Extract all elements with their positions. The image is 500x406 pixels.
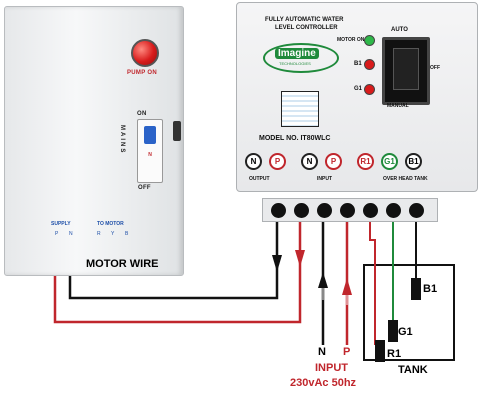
supply-terminal-n: N	[69, 231, 73, 237]
terminal-output-p: P	[269, 153, 286, 170]
tank-graphic	[281, 91, 319, 127]
motor-on-label: MOTOR ON	[337, 37, 365, 43]
arrow-output-p	[295, 250, 305, 267]
brand-name: Imagine	[275, 48, 319, 59]
breaker-text: N	[148, 152, 152, 158]
pump-on-label: PUMP ON	[127, 70, 157, 76]
switch-off-label: OFF	[430, 65, 440, 71]
input-p-label: P	[343, 346, 351, 358]
motor-terminal-r: R	[97, 231, 101, 237]
motor-terminal-y: Y	[111, 231, 115, 237]
b1-led	[364, 59, 375, 70]
arrow-input-p	[342, 278, 352, 295]
arrow-input-n	[318, 272, 328, 288]
terminal-strip	[262, 198, 438, 222]
motor-terminal-b: B	[125, 231, 129, 237]
breaker-toggle[interactable]	[144, 126, 156, 144]
screw-terminal-2[interactable]	[294, 202, 309, 218]
terminal-output-n: N	[245, 153, 262, 170]
terminal-input-p: P	[325, 153, 342, 170]
tank-outline	[363, 264, 455, 361]
terminal-g1: G1	[381, 153, 398, 170]
model-number: MODEL NO. IT80WLC	[259, 135, 331, 142]
mains-breaker-switch[interactable]: N	[137, 119, 163, 183]
g1-led	[364, 84, 375, 95]
motor-wire-label: MOTOR WIRE	[86, 258, 159, 270]
motor-wire-red	[53, 215, 302, 324]
g1-led-label: G1	[354, 86, 363, 92]
screw-terminal-7[interactable]	[409, 202, 424, 218]
input-n-label: N	[318, 346, 326, 358]
screw-terminal-4[interactable]	[340, 202, 355, 218]
auto-label: AUTO	[391, 27, 408, 33]
input-spec: 230vAc 50hz	[290, 377, 357, 389]
supply-terminal-p: P	[55, 231, 59, 237]
mains-label: MAINS	[119, 125, 125, 155]
screw-terminal-5[interactable]	[363, 202, 378, 218]
terminal-r1: R1	[357, 153, 374, 170]
panel-knob[interactable]	[173, 121, 181, 141]
brand-sub: TECHNOLOGIES	[279, 61, 311, 66]
b1-led-label: B1	[354, 61, 362, 67]
probe-wire-r1	[369, 215, 376, 345]
starter-panel: PUMP ON ON MAINS N OFF SUPPLY TO MOTOR P…	[4, 6, 184, 276]
probe-b1-label: B1	[423, 283, 438, 295]
screw-terminal-6[interactable]	[386, 202, 401, 218]
supply-label: SUPPLY	[51, 221, 71, 227]
terminal-b1: B1	[405, 153, 422, 170]
on-label: ON	[137, 111, 147, 117]
level-controller: FULLY AUTOMATIC WATER LEVEL CONTROLLER I…	[236, 2, 478, 192]
manual-label: MANUAL	[387, 103, 409, 109]
output-label: OUTPUT	[249, 176, 270, 182]
overhead-tank-label: OVER HEAD TANK	[383, 176, 428, 182]
probe-b1	[411, 278, 421, 300]
tank-label: TANK	[398, 364, 428, 376]
arrow-output-n	[272, 255, 282, 272]
probe-g1	[388, 320, 398, 342]
screw-terminal-3[interactable]	[317, 202, 332, 218]
probe-r1-label: R1	[387, 348, 402, 360]
terminal-labels-row: N P N P R1 G1 B1	[245, 153, 471, 173]
input-label: INPUT	[317, 176, 332, 182]
off-label: OFF	[138, 185, 151, 191]
mode-switch[interactable]	[382, 37, 430, 105]
probe-g1-label: G1	[398, 326, 413, 338]
brand-logo	[263, 43, 339, 73]
input-title: INPUT	[315, 362, 348, 374]
title-line-2: LEVEL CONTROLLER	[275, 25, 338, 31]
mode-switch-rocker[interactable]	[393, 48, 419, 90]
title-line-1: FULLY AUTOMATIC WATER	[265, 17, 344, 23]
motor-on-led	[364, 35, 375, 46]
to-motor-label: TO MOTOR	[97, 221, 124, 227]
screw-terminal-1[interactable]	[271, 202, 286, 218]
pump-indicator-light	[131, 39, 159, 67]
terminal-input-n: N	[301, 153, 318, 170]
probe-r1	[375, 340, 385, 362]
